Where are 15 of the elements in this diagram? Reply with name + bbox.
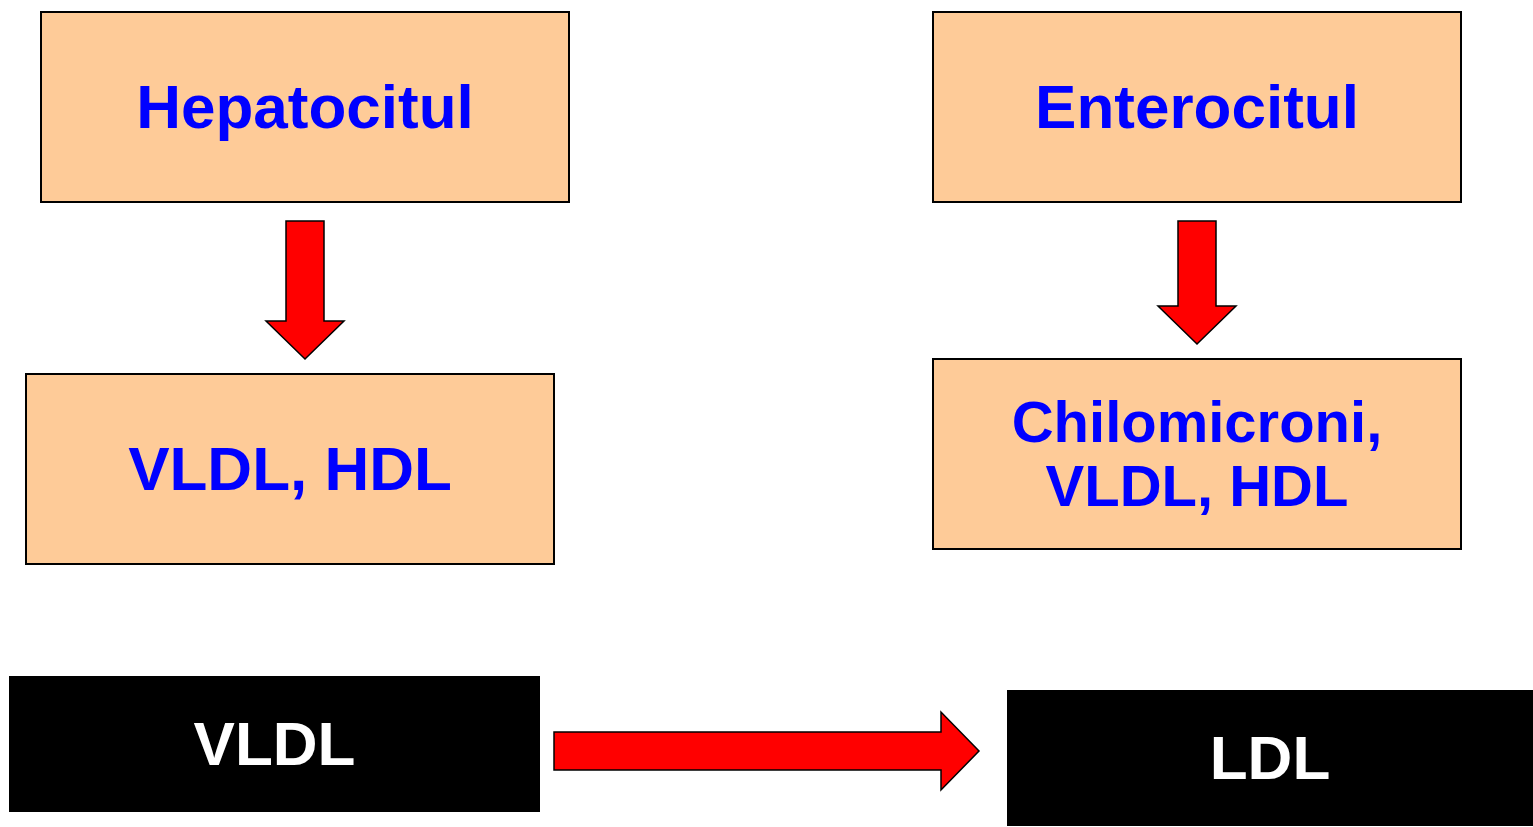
label-box [1007, 690, 1533, 826]
block-arrow [1156, 220, 1238, 346]
box-label: LDL [1209, 723, 1331, 793]
process-box [25, 373, 555, 565]
block-arrow [264, 220, 346, 361]
box-label: Chilomicroni, VLDL, HDL [1010, 390, 1384, 518]
process-box [932, 11, 1462, 203]
box-label: VLDL, HDL [128, 434, 452, 504]
block-arrow [553, 710, 981, 792]
box-label: VLDL [193, 709, 356, 779]
process-box [40, 11, 570, 203]
label-box [9, 676, 540, 812]
box-label: Enterocitul [1035, 72, 1359, 142]
box-label: Hepatocitul [136, 72, 474, 142]
process-box [932, 358, 1462, 550]
